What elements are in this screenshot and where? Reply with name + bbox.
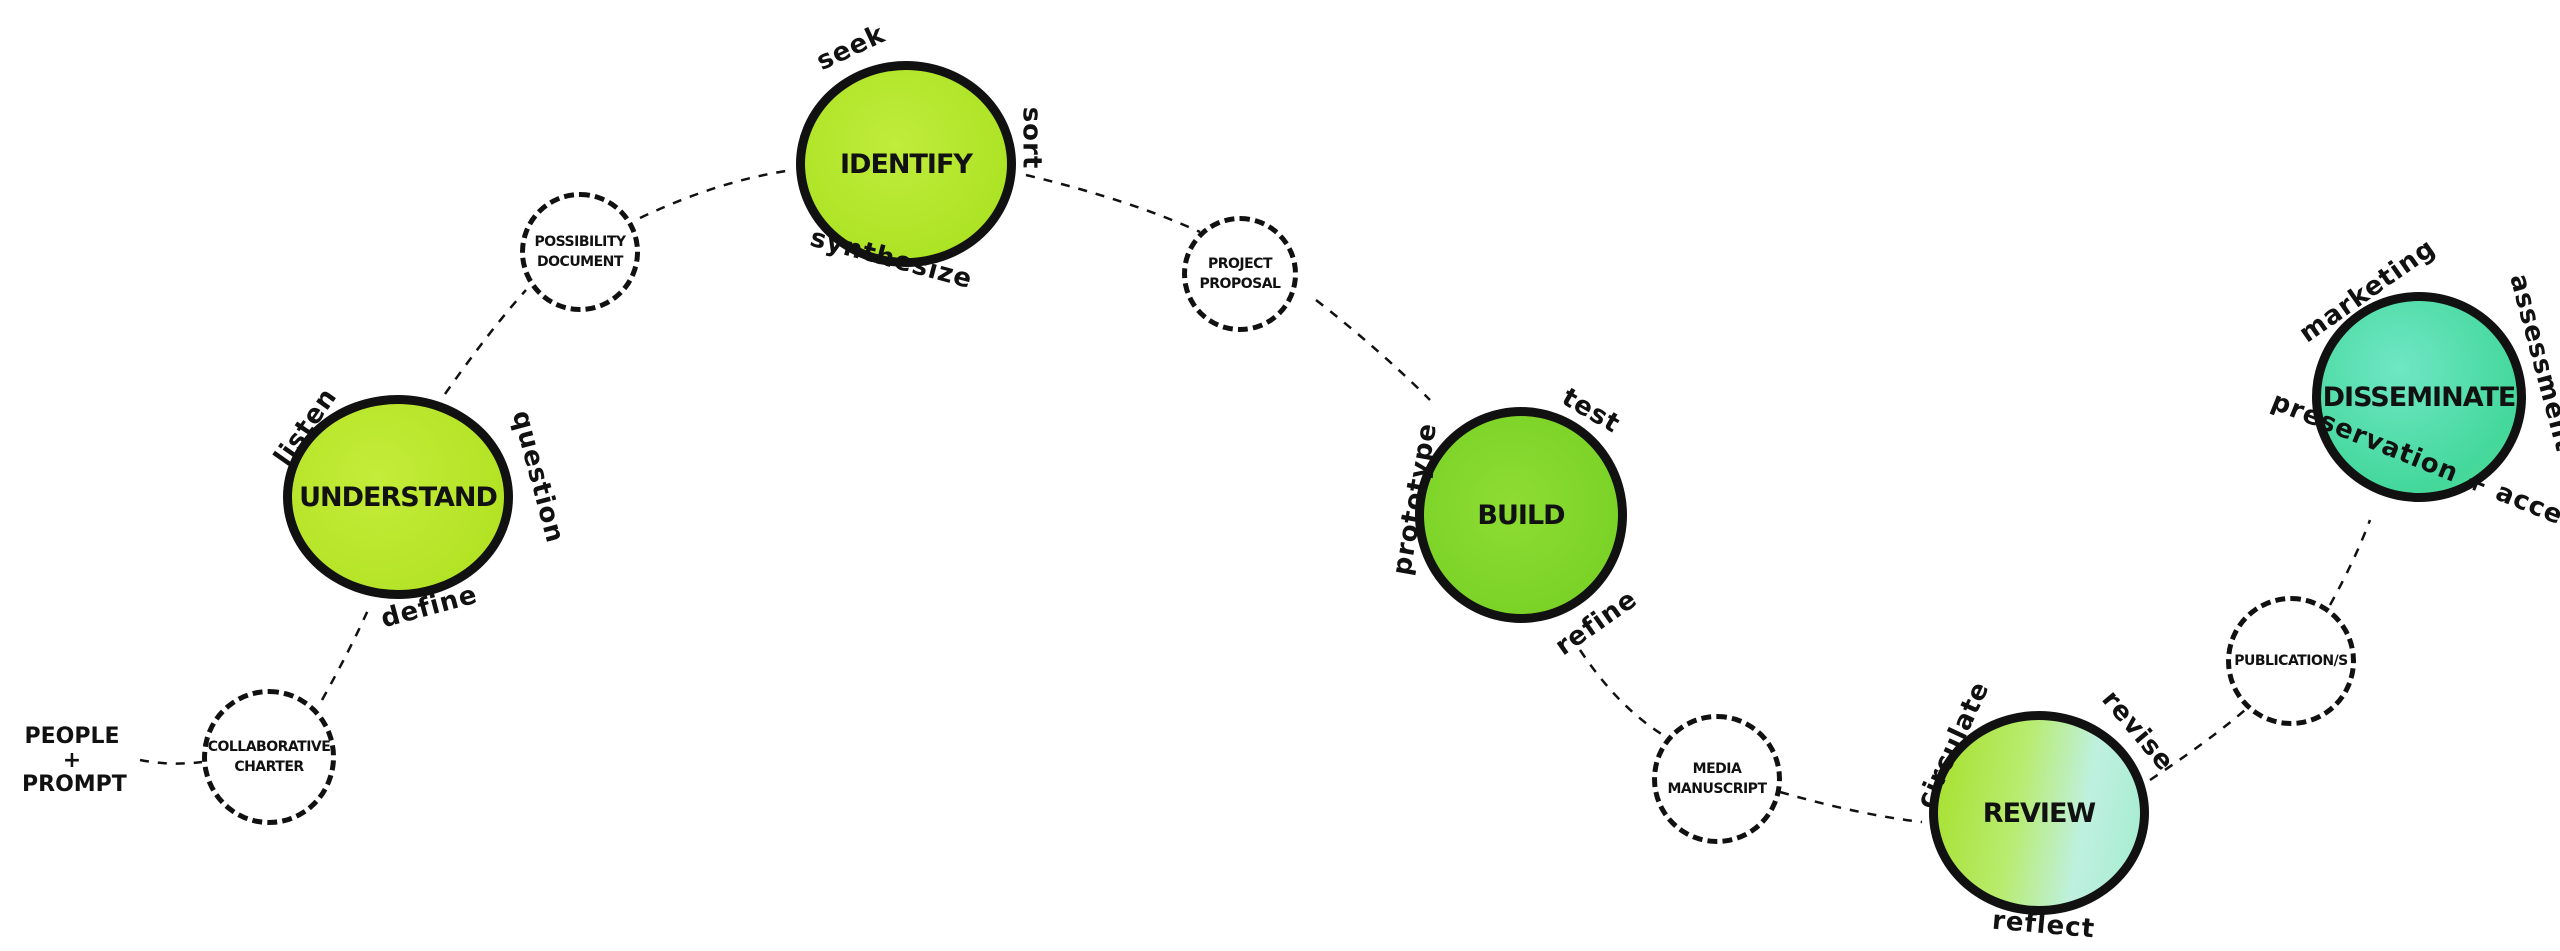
connector-possibility-identify: [639, 168, 794, 220]
start-line-people: PEOPLE: [24, 724, 120, 749]
artifact-label: PUBLICATION/S: [2234, 653, 2348, 669]
stage-label: BUILD: [1477, 499, 1565, 531]
stage-understand: UNDERSTAND: [283, 395, 513, 599]
stage-disseminate: DISSEMINATE: [2312, 292, 2526, 502]
start-line-prompt: PROMPT: [22, 772, 127, 797]
stage-label: REVIEW: [1982, 797, 2096, 829]
artifact-collaborative-charter: COLLABORATIVE CHARTER: [202, 689, 336, 825]
artifact-label: COLLABORATIVE CHARTER: [207, 739, 331, 775]
stage-build: BUILD: [1415, 407, 1627, 623]
connector-publications-disseminate: [2328, 519, 2372, 606]
connector-understand-possibility: [443, 289, 527, 395]
stage-label: IDENTIFY: [840, 148, 973, 180]
connector-identify-proposal: [1025, 173, 1201, 234]
artifact-project-proposal: PROJECT PROPOSAL: [1182, 216, 1298, 332]
artifact-media-manuscript: MEDIA MANUSCRIPT: [1652, 714, 1782, 844]
word-sort: sort: [1016, 106, 1047, 170]
artifact-label: MEDIA MANUSCRIPT: [1667, 761, 1767, 797]
connector-manuscript-review: [1779, 790, 1923, 824]
connector-build-manuscript: [1578, 649, 1669, 740]
artifact-possibility-document: POSSIBILITY DOCUMENT: [520, 192, 640, 312]
stage-identify: IDENTIFY: [796, 61, 1016, 267]
stage-label: UNDERSTAND: [299, 481, 498, 513]
artifact-label: POSSIBILITY DOCUMENT: [534, 234, 626, 270]
connector-start-charter: [139, 758, 203, 765]
artifact-publications: PUBLICATION/S: [2226, 596, 2356, 726]
connector-charter-understand: [320, 609, 370, 701]
start-line-plus: +: [62, 748, 82, 773]
stage-review: REVIEW: [1929, 711, 2149, 915]
artifact-label: PROJECT PROPOSAL: [1199, 256, 1281, 292]
stage-label: DISSEMINATE: [2322, 381, 2517, 413]
connector-proposal-build: [1315, 299, 1431, 401]
people-prompt-label: PEOPLE + PROMPT: [22, 724, 127, 797]
